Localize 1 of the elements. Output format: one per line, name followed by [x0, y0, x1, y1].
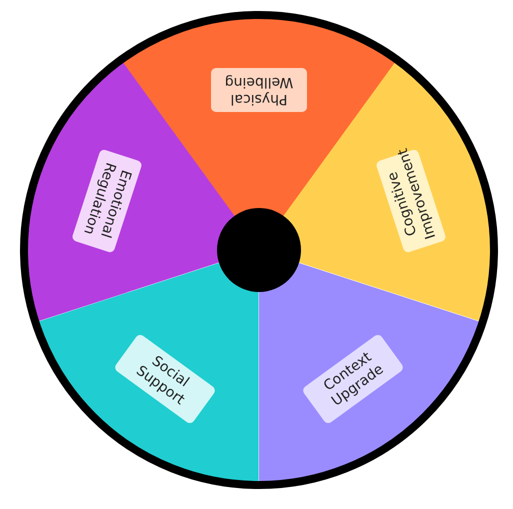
segment-label: Physical Wellbeing [210, 68, 307, 112]
